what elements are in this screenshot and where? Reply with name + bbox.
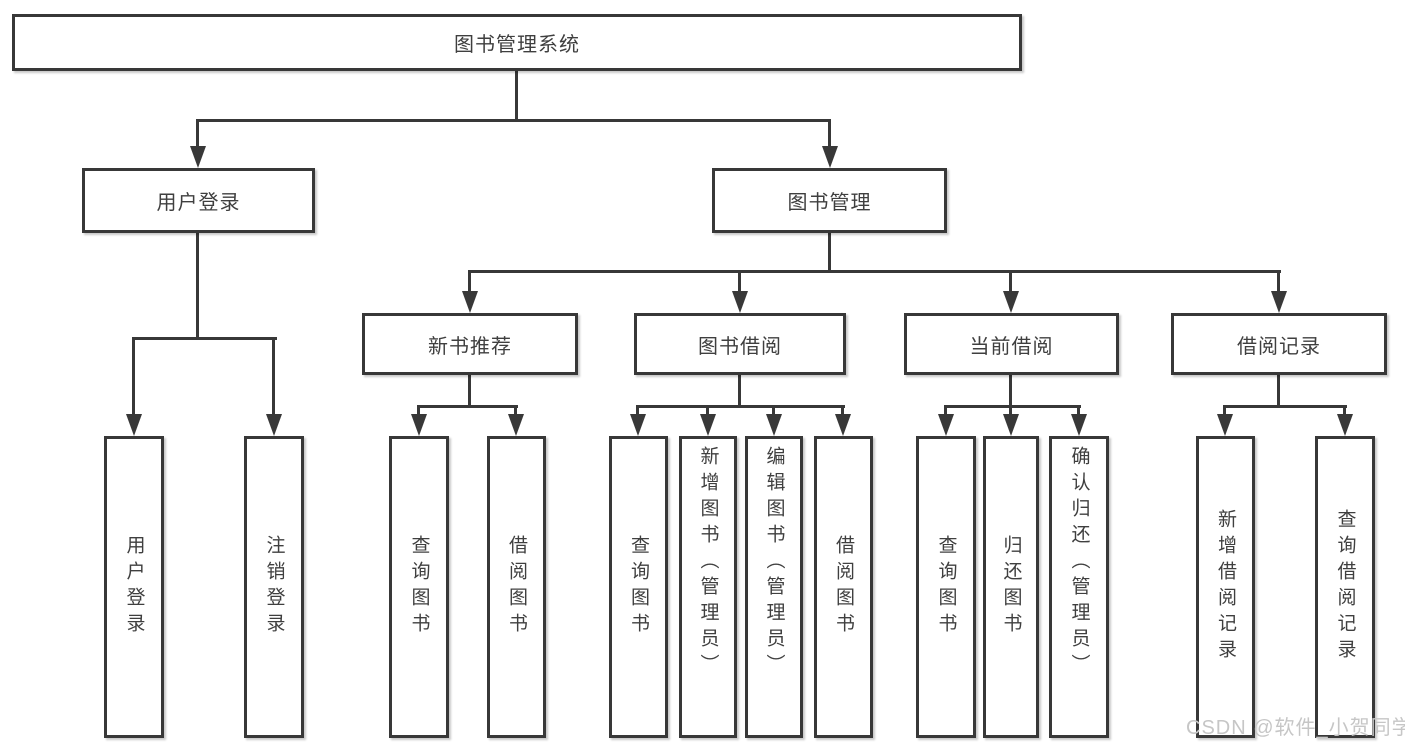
arrowhead-icon: [630, 414, 646, 436]
connector-line: [468, 375, 471, 408]
arrowhead-icon: [266, 414, 282, 436]
csdn-watermark: CSDN @软件_小贺同学: [1186, 717, 1405, 739]
connector-line: [514, 405, 517, 417]
node-book-borrow: 图书借阅: [634, 313, 846, 375]
arrowhead-icon: [126, 414, 142, 436]
node-user-login: 用户登录: [82, 168, 315, 233]
node-label: 借阅图书: [506, 535, 527, 639]
arrowhead-icon: [190, 146, 206, 168]
connector-line: [1277, 270, 1280, 294]
node-label: 用户登录: [123, 535, 145, 639]
leaf-query-books-borrow: 查询图书: [609, 436, 668, 738]
node-label: 借阅图书: [833, 535, 854, 639]
connector-line: [944, 405, 1081, 408]
arrowhead-icon: [1071, 414, 1087, 436]
connector-line: [417, 405, 420, 417]
node-label: 借阅记录: [1237, 335, 1321, 358]
arrowhead-icon: [1003, 291, 1019, 313]
leaf-edit-books-admin: 编辑图书（管理员）: [745, 436, 803, 738]
node-label: 归还图书: [1000, 535, 1022, 639]
node-label: 图书管理系统: [454, 34, 580, 56]
connector-line: [1223, 405, 1226, 417]
arrowhead-icon: [732, 291, 748, 313]
arrowhead-icon: [700, 414, 716, 436]
connector-line: [738, 270, 741, 294]
leaf-confirm-return-admin: 确认归还（管理员）: [1049, 436, 1109, 738]
leaf-logout: 注销登录: [244, 436, 304, 738]
leaf-user-login: 用户登录: [104, 436, 164, 738]
connector-line: [133, 337, 277, 340]
connector-line: [828, 119, 831, 149]
connector-line: [468, 270, 1281, 273]
arrowhead-icon: [766, 414, 782, 436]
connector-line: [738, 375, 741, 408]
node-label: 新书推荐: [428, 335, 512, 358]
node-current-borrow: 当前借阅: [904, 313, 1119, 375]
node-label: 编辑图书（管理员）: [763, 446, 785, 680]
connector-line: [772, 405, 775, 417]
connector-line: [132, 337, 135, 417]
connector-line: [196, 119, 199, 149]
node-label: 图书管理: [787, 192, 872, 214]
connector-line: [1009, 270, 1012, 294]
connector-line: [1077, 405, 1080, 417]
arrowhead-icon: [508, 414, 524, 436]
arrowhead-icon: [938, 414, 954, 436]
connector-line: [1009, 405, 1012, 417]
node-label: 查询图书: [935, 535, 957, 639]
connector-line: [841, 405, 844, 417]
connector-line: [1009, 375, 1012, 408]
arrowhead-icon: [411, 414, 427, 436]
connector-line: [196, 233, 199, 339]
arrowhead-icon: [1271, 291, 1287, 313]
connector-line: [636, 405, 639, 417]
leaf-query-books-recommend: 查询图书: [389, 436, 449, 738]
leaf-query-books-current: 查询图书: [916, 436, 976, 738]
arrowhead-icon: [1217, 414, 1233, 436]
connector-line: [272, 337, 275, 417]
connector-line: [515, 71, 518, 119]
leaf-return-books: 归还图书: [983, 436, 1039, 738]
node-label: 图书借阅: [698, 335, 782, 358]
leaf-borrow-books-recommend: 借阅图书: [487, 436, 546, 738]
node-label: 确认归还（管理员）: [1068, 446, 1090, 680]
node-label: 查询图书: [628, 535, 649, 639]
node-label: 用户登录: [156, 192, 241, 214]
leaf-add-books-admin: 新增图书（管理员）: [679, 436, 737, 738]
arrowhead-icon: [822, 146, 838, 168]
node-label: 新增图书（管理员）: [697, 446, 719, 680]
connector-line: [468, 270, 471, 294]
connector-line: [1277, 375, 1280, 408]
node-borrow-records: 借阅记录: [1171, 313, 1387, 375]
node-book-management-system: 图书管理系统: [12, 14, 1022, 71]
leaf-query-borrow-record: 查询借阅记录: [1315, 436, 1375, 738]
node-new-book-recommend: 新书推荐: [362, 313, 578, 375]
connector-line: [636, 405, 845, 408]
arrowhead-icon: [1337, 414, 1353, 436]
connector-line: [706, 405, 709, 417]
connector-line: [944, 405, 947, 417]
node-label: 新增借阅记录: [1215, 509, 1236, 665]
leaf-borrow-books: 借阅图书: [814, 436, 873, 738]
node-label: 查询借阅记录: [1334, 509, 1356, 665]
node-label: 查询图书: [408, 535, 430, 639]
connector-line: [197, 119, 831, 122]
connector-line: [1343, 405, 1346, 417]
arrowhead-icon: [462, 291, 478, 313]
node-book-management: 图书管理: [712, 168, 947, 233]
connector-line: [417, 405, 518, 408]
connector-line: [1223, 405, 1347, 408]
arrowhead-icon: [835, 414, 851, 436]
node-label: 当前借阅: [969, 335, 1054, 358]
node-label: 注销登录: [263, 535, 285, 639]
leaf-add-borrow-record: 新增借阅记录: [1196, 436, 1255, 738]
arrowhead-icon: [1003, 414, 1019, 436]
connector-line: [828, 233, 831, 273]
